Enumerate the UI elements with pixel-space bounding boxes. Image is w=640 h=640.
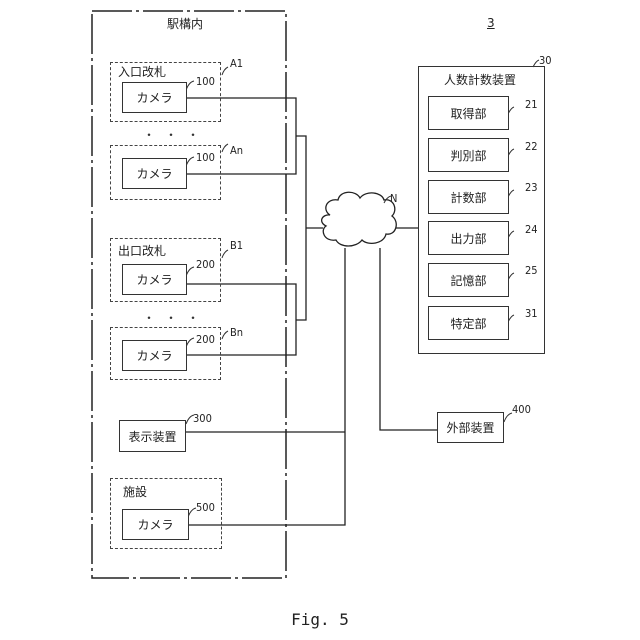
- ref-camera-b1: 200: [196, 259, 215, 271]
- camera-label: カメラ: [136, 347, 172, 364]
- ref-b1: B1: [230, 240, 243, 252]
- ref-unit-31: 31: [525, 308, 538, 320]
- unit-label: 記憶部: [450, 272, 486, 289]
- unit-label: 取得部: [450, 105, 486, 122]
- exit-gate-label: 出口改札: [118, 244, 166, 258]
- ref-unit-23: 23: [525, 182, 538, 194]
- ref-unit-22: 22: [525, 141, 538, 153]
- leader-400: [504, 413, 512, 422]
- leader-b1: [222, 250, 228, 258]
- unit-label: 計数部: [450, 189, 486, 206]
- ref-camera-bn: 200: [196, 334, 215, 346]
- camera-label: カメラ: [136, 89, 172, 106]
- unit-label: 判別部: [450, 147, 486, 164]
- ref-unit-24: 24: [525, 224, 538, 236]
- camera-label: カメラ: [137, 516, 173, 533]
- external-device: 外部装置: [437, 412, 504, 443]
- leader-an: [222, 144, 228, 152]
- figure-number: 3: [487, 16, 495, 30]
- display-label: 表示装置: [128, 428, 176, 445]
- unit-counting: 計数部: [428, 180, 509, 214]
- ref-unit-21: 21: [525, 99, 538, 111]
- unit-discrimination: 判別部: [428, 138, 509, 172]
- leader-bn: [222, 331, 228, 339]
- ref-unit-25: 25: [525, 265, 538, 277]
- ellipsis-entrance: ・・・: [143, 126, 209, 143]
- facility-label: 施設: [123, 485, 147, 499]
- unit-identification: 特定部: [428, 306, 509, 340]
- wire-entrance-bracket: [296, 136, 306, 320]
- ellipsis-exit: ・・・: [143, 309, 209, 326]
- unit-label: 出力部: [450, 230, 486, 247]
- ref-network: N: [390, 193, 397, 205]
- ref-external: 400: [512, 404, 531, 416]
- counter-title: 人数計数装置: [444, 73, 516, 87]
- entrance-gate-label: 入口改札: [118, 65, 166, 79]
- station-title: 駅構内: [167, 17, 203, 31]
- facility-camera: カメラ: [122, 509, 189, 540]
- display-device: 表示装置: [119, 420, 186, 452]
- figure-caption: Fig. 5: [0, 610, 640, 629]
- external-label: 外部装置: [446, 419, 494, 436]
- entrance-camera-an: カメラ: [122, 158, 187, 189]
- ref-display: 300: [193, 413, 212, 425]
- unit-acquisition: 取得部: [428, 96, 509, 130]
- ref-an: An: [230, 145, 243, 157]
- unit-output: 出力部: [428, 221, 509, 255]
- ref-facility-camera: 500: [196, 502, 215, 514]
- unit-label: 特定部: [450, 315, 486, 332]
- ref-camera-an: 100: [196, 152, 215, 164]
- exit-camera-b1: カメラ: [122, 264, 187, 295]
- camera-label: カメラ: [136, 271, 172, 288]
- ref-counter: 30: [539, 55, 552, 67]
- ref-camera-a1: 100: [196, 76, 215, 88]
- leader-a1: [222, 67, 228, 75]
- unit-storage: 記憶部: [428, 263, 509, 297]
- exit-camera-bn: カメラ: [122, 340, 187, 371]
- ref-bn: Bn: [230, 327, 243, 339]
- entrance-camera-a1: カメラ: [122, 82, 187, 113]
- ref-a1: A1: [230, 58, 243, 70]
- camera-label: カメラ: [136, 165, 172, 182]
